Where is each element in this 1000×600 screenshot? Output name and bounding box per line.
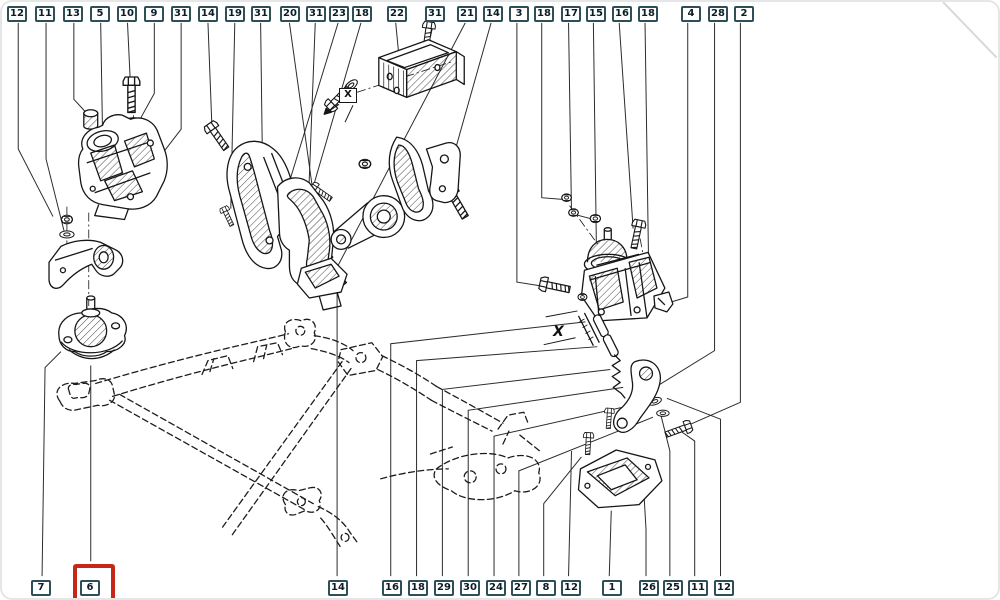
- leader-line: [17, 22, 54, 217]
- callout-box-top-23[interactable]: 18: [638, 6, 658, 22]
- leader-line: [390, 321, 586, 577]
- callout-box-top-18[interactable]: 3: [509, 6, 529, 22]
- callout-box-bottom-1[interactable]: 6: [80, 580, 100, 596]
- leader-line: [137, 22, 155, 123]
- callout-box-top-12[interactable]: 23: [329, 6, 349, 22]
- callout-box-bottom-4[interactable]: 18: [408, 580, 428, 596]
- x-marker-boxed: X: [339, 88, 357, 103]
- callout-box-bottom-0[interactable]: 7: [31, 580, 51, 596]
- leader-line: [41, 351, 62, 577]
- callout-box-top-4[interactable]: 10: [117, 6, 137, 22]
- leader-line: [618, 22, 634, 229]
- leader-line: [207, 22, 213, 128]
- callout-box-bottom-15[interactable]: 12: [714, 580, 734, 596]
- callout-box-top-26[interactable]: 2: [734, 6, 754, 22]
- leader-line: [493, 402, 641, 577]
- callout-box-top-6[interactable]: 31: [171, 6, 191, 22]
- callout-box-top-1[interactable]: 11: [35, 6, 55, 22]
- callout-box-top-9[interactable]: 31: [251, 6, 271, 22]
- leader-line: [516, 22, 549, 288]
- callout-box-bottom-5[interactable]: 29: [434, 580, 454, 596]
- leader-line: [677, 428, 696, 577]
- callout-box-top-17[interactable]: 14: [483, 6, 503, 22]
- callout-box-bottom-6[interactable]: 30: [460, 580, 480, 596]
- leader-line: [608, 510, 612, 577]
- callout-box-bottom-12[interactable]: 26: [639, 580, 659, 596]
- callout-box-top-24[interactable]: 4: [681, 6, 701, 22]
- callout-box-top-7[interactable]: 14: [198, 6, 218, 22]
- callout-box-top-5[interactable]: 9: [144, 6, 164, 22]
- leader-line: [518, 416, 654, 577]
- callout-box-top-2[interactable]: 13: [63, 6, 83, 22]
- corner-artifact: [942, 2, 998, 59]
- callout-box-top-0[interactable]: 12: [7, 6, 27, 22]
- callout-box-top-3[interactable]: 5: [90, 6, 110, 22]
- callout-box-top-22[interactable]: 16: [612, 6, 632, 22]
- mount-lower-left: [48, 206, 127, 360]
- bracket-right-center: [388, 136, 473, 222]
- callout-box-top-15[interactable]: 31: [425, 6, 445, 22]
- leader-line: [592, 22, 597, 244]
- callout-box-bottom-7[interactable]: 24: [486, 580, 506, 596]
- leader-line: [395, 22, 400, 54]
- callout-box-top-14[interactable]: 22: [387, 6, 407, 22]
- callout-box-bottom-2[interactable]: 14: [328, 580, 348, 596]
- callout-box-bottom-10[interactable]: 12: [561, 580, 581, 596]
- highlight-ring: [73, 564, 115, 598]
- center-bracket-cluster: [202, 119, 372, 311]
- leader-line: [543, 456, 582, 577]
- callout-box-top-16[interactable]: 21: [457, 6, 477, 22]
- x-marker: X: [553, 324, 564, 340]
- engine-mount-upper-left: [77, 76, 168, 221]
- leader-line: [416, 346, 598, 577]
- subframe-cradle: [56, 318, 541, 547]
- callout-box-top-8[interactable]: 19: [225, 6, 245, 22]
- leader-line: [654, 22, 716, 388]
- callout-box-bottom-14[interactable]: 11: [688, 580, 708, 596]
- callout-box-top-25[interactable]: 28: [708, 6, 728, 22]
- leader-line: [73, 22, 88, 114]
- leader-line: [288, 22, 313, 187]
- callout-box-bottom-13[interactable]: 25: [663, 580, 683, 596]
- callout-box-bottom-9[interactable]: 8: [536, 580, 556, 596]
- leader-line: [666, 397, 722, 577]
- callout-box-top-21[interactable]: 15: [586, 6, 606, 22]
- leader-line: [467, 386, 624, 577]
- leader-line: [659, 411, 671, 577]
- callout-box-bottom-8[interactable]: 27: [511, 580, 531, 596]
- callout-box-top-20[interactable]: 17: [561, 6, 581, 22]
- callout-box-bottom-11[interactable]: 1: [602, 580, 622, 596]
- callout-box-top-10[interactable]: 20: [280, 6, 300, 22]
- leader-line: [45, 22, 65, 231]
- callout-box-bottom-3[interactable]: 16: [382, 580, 402, 596]
- leader-line: [568, 450, 573, 577]
- channel-bracket-top: [322, 20, 465, 123]
- callout-box-top-13[interactable]: 18: [352, 6, 372, 22]
- callout-box-top-11[interactable]: 31: [306, 6, 326, 22]
- leader-line: [644, 22, 650, 292]
- leader-line: [541, 22, 566, 201]
- torque-link: [330, 195, 406, 250]
- callout-box-top-19[interactable]: 18: [534, 6, 554, 22]
- leader-line: [683, 22, 741, 428]
- leader-line: [127, 22, 131, 86]
- leader-line: [667, 22, 689, 304]
- right-mount-assembly: [537, 193, 694, 509]
